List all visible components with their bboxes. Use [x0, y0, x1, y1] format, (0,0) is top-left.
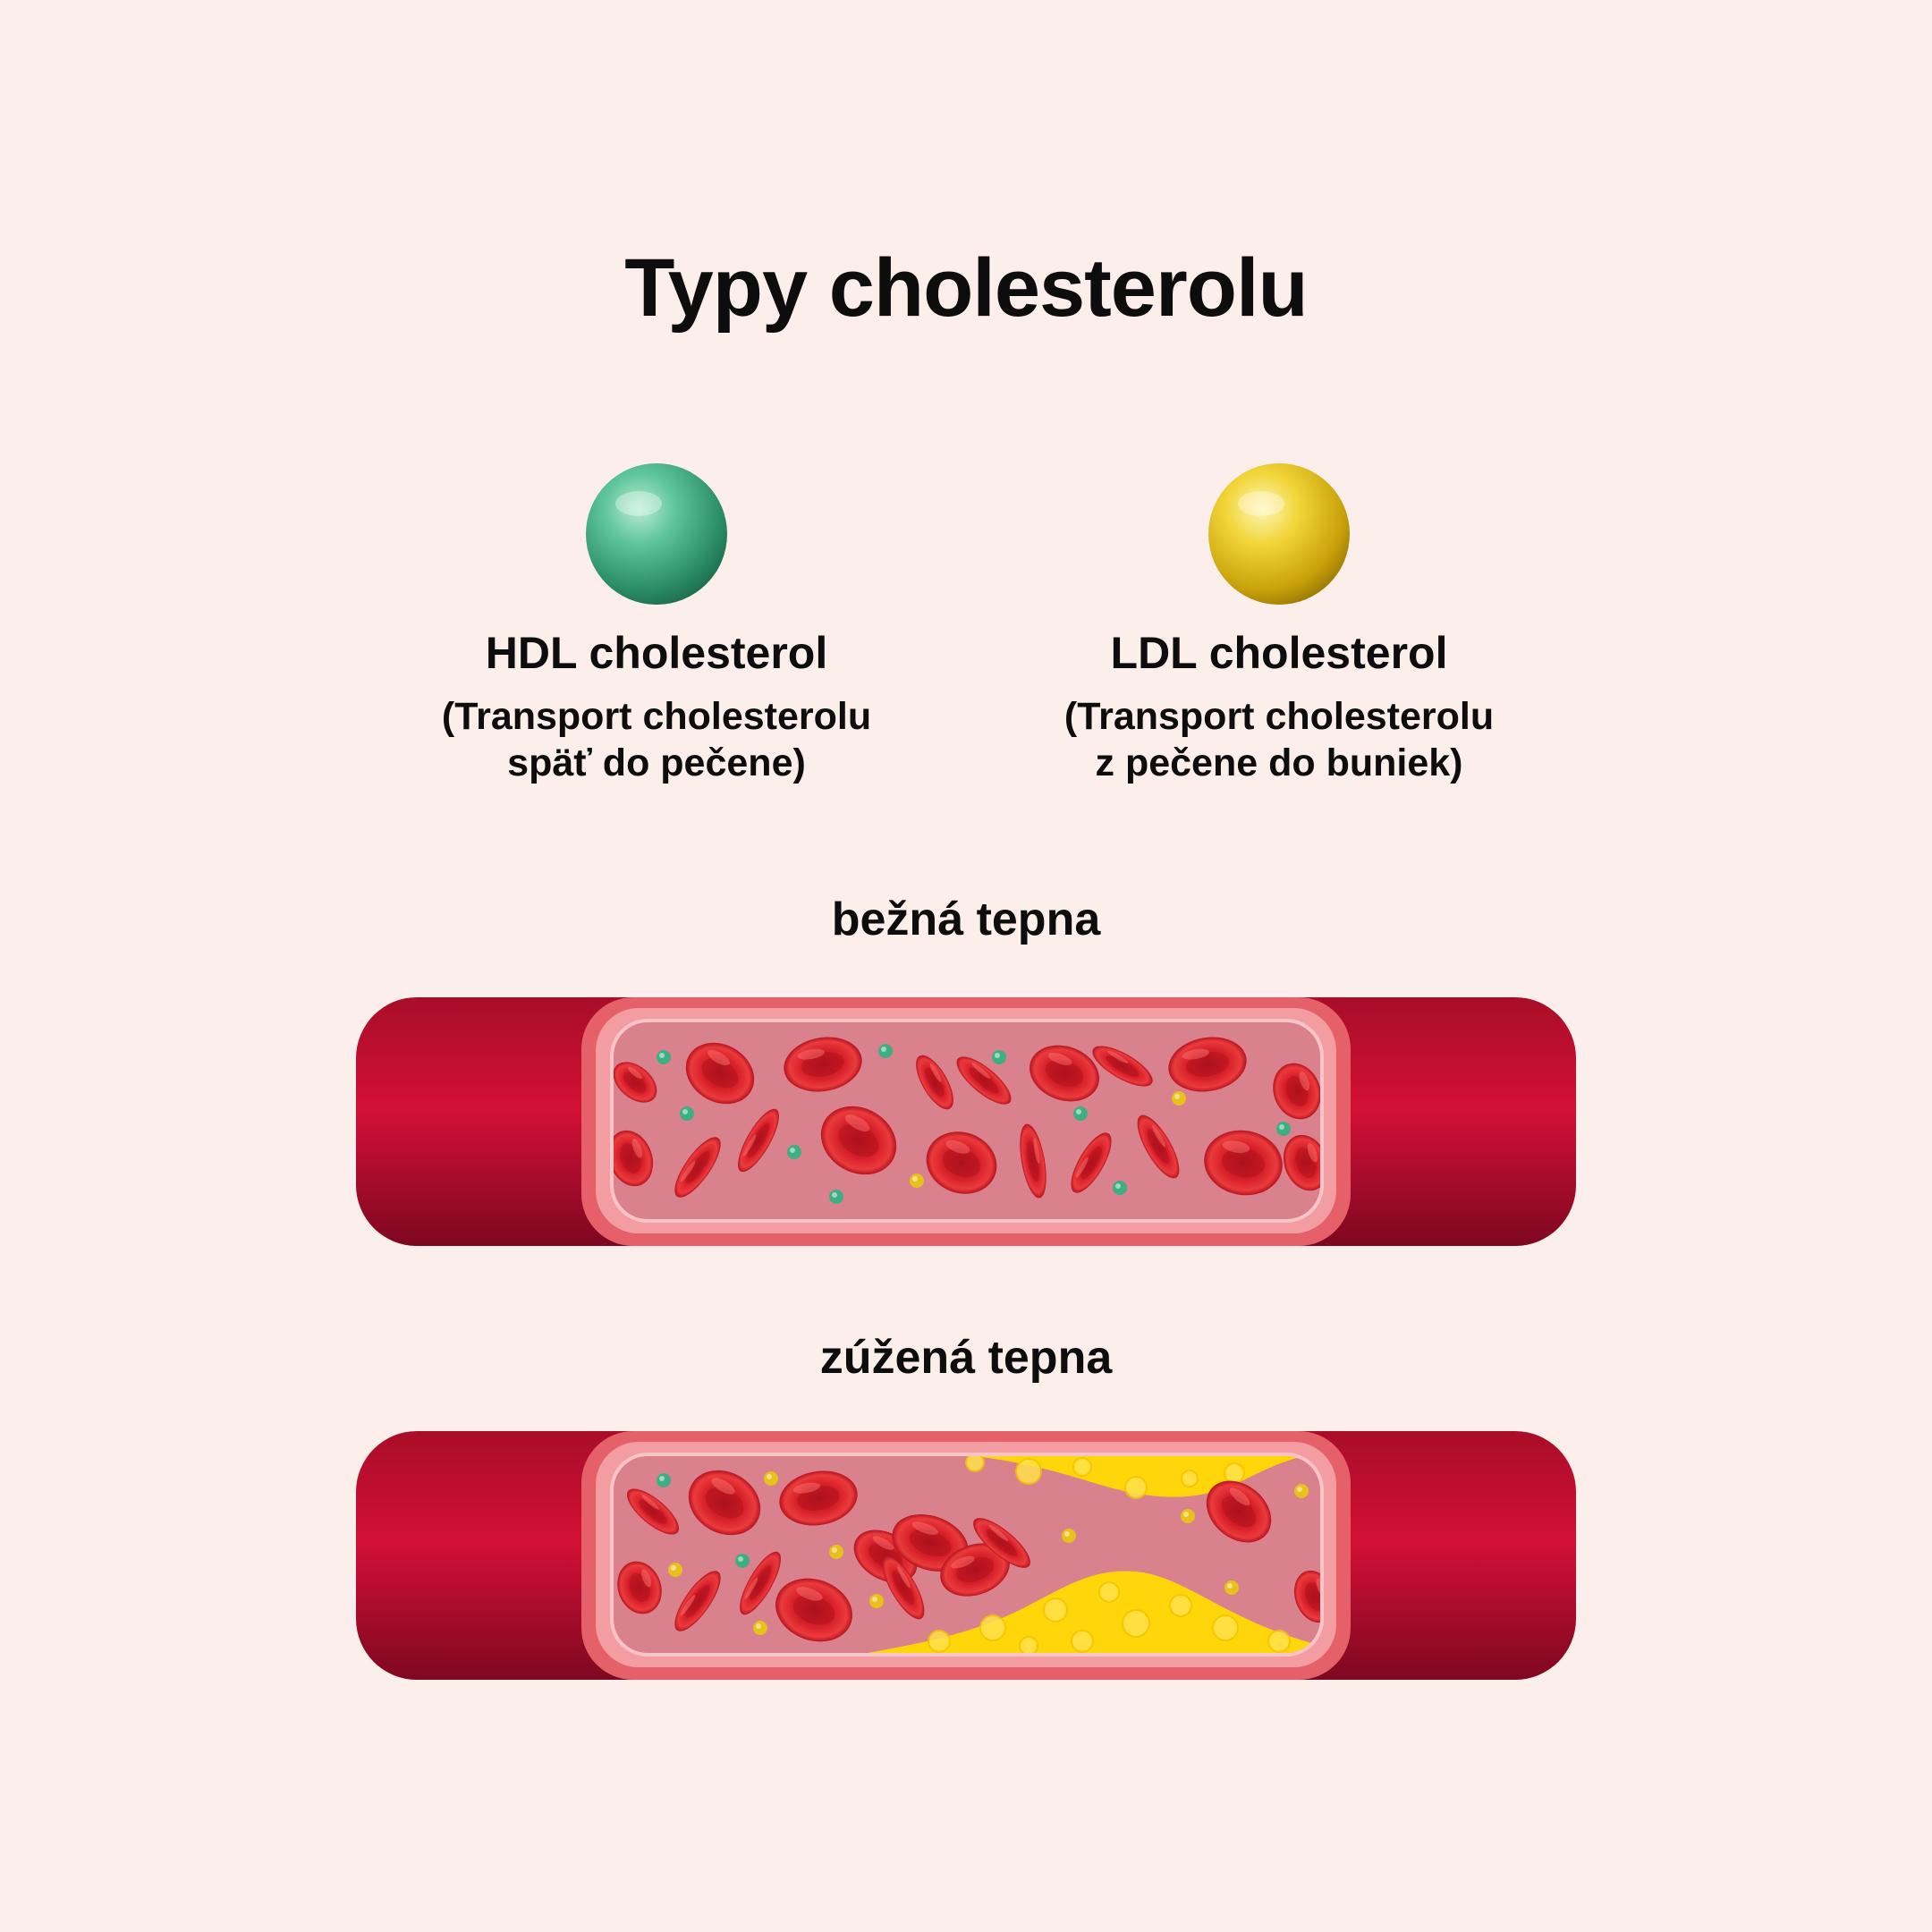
hdl-particle: [1073, 1106, 1088, 1121]
red-blood-cell: [926, 1131, 997, 1194]
red-blood-cell: [940, 1543, 1010, 1597]
red-blood-cell: [617, 1561, 662, 1614]
ldl-particle: [829, 1545, 843, 1559]
red-blood-cell: [956, 1056, 1012, 1105]
fat-globule: [965, 1456, 985, 1472]
ldl-particle: [1172, 1091, 1186, 1106]
red-blood-cell: [688, 1470, 761, 1536]
red-blood-cell: [1206, 1480, 1272, 1543]
hdl-desc-line-2: späť do pečene): [507, 741, 806, 784]
ldl-name: LDL cholesterol: [1110, 628, 1448, 678]
legend-hdl: HDL cholesterol (Transport cholesterolu …: [343, 461, 970, 786]
ldl-desc-line-2: z pečene do buniek): [1095, 741, 1463, 784]
red-blood-cell: [1293, 1570, 1320, 1623]
hdl-name: HDL cholesterol: [485, 628, 828, 678]
red-blood-cell: [614, 1062, 657, 1103]
red-blood-cell: [820, 1106, 897, 1175]
ldl-particle: [1062, 1529, 1076, 1543]
red-blood-cell: [1030, 1045, 1099, 1102]
plaque-fat-globules: [928, 1456, 1291, 1653]
red-blood-cell: [685, 1042, 755, 1105]
red-blood-cell: [1020, 1123, 1046, 1199]
legend-ldl: LDL cholesterol (Transport cholesterolu …: [966, 461, 1592, 786]
hdl-particle: [657, 1473, 671, 1487]
hdl-sphere-icon: [586, 463, 727, 605]
normal-artery-label: bežná tepna: [831, 894, 1101, 945]
ldl-particle: [869, 1594, 884, 1608]
fat-globule: [1122, 1609, 1150, 1638]
ldl-sphere-icon: [1208, 463, 1350, 605]
ldl-particle: [753, 1621, 767, 1635]
ldl-particle: [764, 1471, 778, 1486]
fat-globule: [1124, 1476, 1148, 1499]
red-blood-cell: [740, 1551, 781, 1615]
red-blood-cell: [775, 1578, 852, 1642]
hdl-particle: [735, 1554, 750, 1568]
fat-globule: [1181, 1470, 1199, 1487]
page-title: Typy cholesterolu: [624, 242, 1308, 334]
hdl-description: (Transport cholesterolu späť do pečene): [343, 693, 970, 786]
fat-globule: [1267, 1630, 1291, 1653]
red-blood-cell: [916, 1055, 953, 1110]
red-blood-cell: [882, 1555, 925, 1620]
red-blood-cell: [738, 1108, 779, 1173]
ldl-particle: [668, 1563, 682, 1577]
fat-globule: [1043, 1597, 1068, 1623]
hdl-particle: [878, 1044, 893, 1058]
red-blood-cell: [1071, 1132, 1112, 1193]
red-blood-cell: [674, 1571, 721, 1631]
narrowed-artery-label: zúžená tepna: [819, 1332, 1113, 1384]
hdl-particle: [1276, 1122, 1291, 1136]
hdl-particle: [657, 1050, 671, 1064]
hdl-particle: [787, 1145, 801, 1159]
cholesterol-particles: [657, 1471, 1309, 1635]
ldl-particle: [910, 1174, 924, 1188]
narrowed-artery-illustration: [356, 1431, 1576, 1680]
fat-globule: [1071, 1630, 1094, 1653]
hdl-particle: [829, 1190, 843, 1204]
red-blood-cell: [973, 1518, 1030, 1568]
red-blood-cell: [626, 1488, 680, 1535]
red-blood-cell: [784, 1037, 862, 1092]
hdl-desc-line-1: (Transport cholesterolu: [441, 695, 872, 738]
ldl-particle: [1181, 1509, 1195, 1523]
red-blood-cell: [1204, 1130, 1283, 1196]
red-blood-cell: [779, 1470, 858, 1526]
normal-artery-illustration: [356, 997, 1576, 1246]
fat-globule: [979, 1614, 1006, 1641]
hdl-particle: [680, 1106, 694, 1121]
fat-globule: [1224, 1462, 1245, 1484]
hdl-particle: [992, 1050, 1006, 1064]
red-blood-cell: [1092, 1046, 1153, 1087]
fat-globule: [1212, 1614, 1239, 1641]
fat-globule: [1019, 1636, 1038, 1653]
blood-cells: [617, 1470, 1320, 1642]
fat-globule: [1169, 1594, 1192, 1617]
red-blood-cell: [674, 1137, 721, 1198]
fat-globule: [928, 1630, 951, 1653]
red-blood-cell: [1273, 1063, 1320, 1120]
plaque-bottom: [832, 1571, 1320, 1653]
ldl-desc-line-1: (Transport cholesterolu: [1063, 695, 1495, 738]
ldl-description: (Transport cholesterolu z pečene do buni…: [966, 693, 1592, 786]
ldl-particle: [1224, 1580, 1239, 1595]
red-blood-cell: [614, 1130, 654, 1187]
fat-globule: [1072, 1457, 1092, 1477]
ldl-particle: [1294, 1484, 1309, 1498]
red-blood-cell: [1168, 1037, 1247, 1092]
red-blood-cell: [1137, 1114, 1180, 1179]
blood-cells: [614, 1037, 1320, 1204]
hdl-particle: [1113, 1181, 1127, 1195]
red-blood-cell: [1283, 1134, 1320, 1191]
fat-globule: [1098, 1581, 1120, 1603]
fat-globule: [1015, 1458, 1042, 1485]
